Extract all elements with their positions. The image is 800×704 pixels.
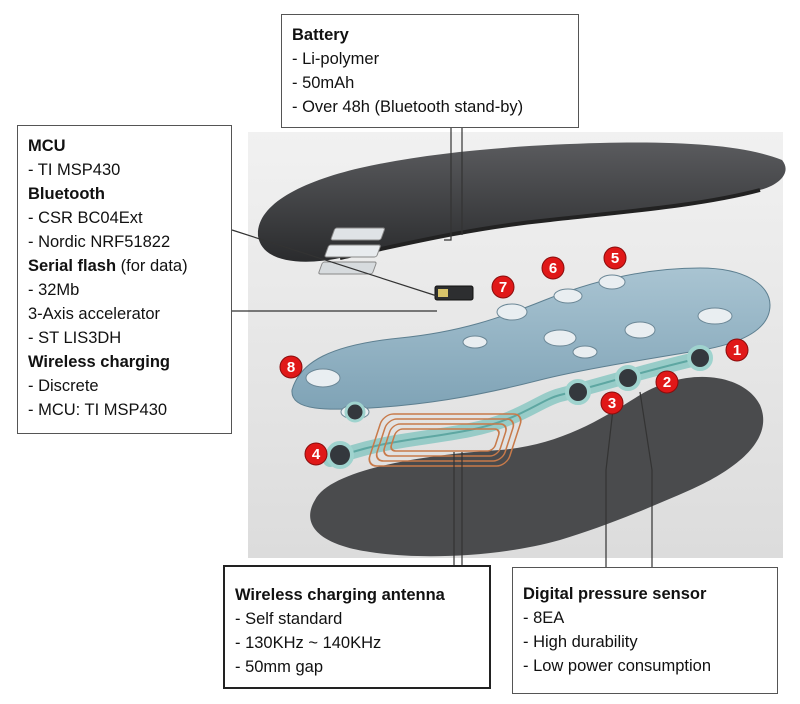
pressure-leader-1 xyxy=(605,391,616,567)
battery-item-chemistry: - Li-polymer xyxy=(292,50,380,68)
pressure-sensor-callout: Digital pressure sensor - 8EA - High dur… xyxy=(512,567,778,694)
battery-item-capacity: - 50mAh xyxy=(292,74,355,92)
sensor-marker-7: 7 xyxy=(491,275,515,299)
charging-title: Wireless charging xyxy=(28,353,170,371)
pressure-item-power: - Low power consumption xyxy=(523,657,712,675)
charging-item-discrete: - Discrete xyxy=(28,377,99,395)
sensor-marker-label: 8 xyxy=(287,359,295,376)
battery-title: Battery xyxy=(292,26,349,44)
antenna-callout: Wireless charging antenna - Self standar… xyxy=(223,565,491,689)
sensor-marker-6: 6 xyxy=(541,256,565,280)
bluetooth-title: Bluetooth xyxy=(28,185,105,203)
antenna-item-gap: - 50mm gap xyxy=(235,658,324,676)
pressure-item-count: - 8EA xyxy=(523,609,565,627)
blue-sensor-layer xyxy=(291,267,771,410)
flash-title: Serial flash xyxy=(28,257,117,275)
accelerometer-item: - ST LIS3DH xyxy=(28,329,122,347)
electronics-callout: MCU - TI MSP430 Bluetooth - CSR BC04Ext … xyxy=(17,125,232,434)
battery-leader xyxy=(444,128,452,241)
top-insole-rim xyxy=(339,188,761,260)
mcu-title: MCU xyxy=(28,137,66,155)
sensor-marker-3: 3 xyxy=(600,391,624,415)
pressure-item-durability: - High durability xyxy=(523,633,638,651)
flash-heading: Serial flash (for data) xyxy=(28,254,221,278)
sensor-marker-label: 6 xyxy=(549,260,557,277)
mcu-leader-top xyxy=(231,229,438,297)
sensor-holes xyxy=(305,274,733,420)
antenna-item-frequency: - 130KHz ~ 140KHz xyxy=(235,634,382,652)
bottom-sole-layer xyxy=(310,376,764,557)
mcu-item: - TI MSP430 xyxy=(28,161,121,179)
sensor-marker-label: 2 xyxy=(663,374,671,391)
antenna-item-standard: - Self standard xyxy=(235,610,343,628)
charging-coil xyxy=(368,413,522,467)
bluetooth-item-csr: - CSR BC04Ext xyxy=(28,209,143,227)
battery-stack xyxy=(318,227,474,301)
accelerometer-line: 3-Axis accelerator xyxy=(28,305,161,323)
sensor-marker-label: 4 xyxy=(312,446,321,463)
pressure-leader-2 xyxy=(639,391,653,567)
sensor-marker-2: 2 xyxy=(655,370,679,394)
sensor-marker-5: 5 xyxy=(603,246,627,270)
antenna-title: Wireless charging antenna xyxy=(235,586,445,604)
flash-item: - 32Mb xyxy=(28,281,80,299)
sensor-marker-label: 3 xyxy=(608,395,616,412)
bluetooth-item-nordic: - Nordic NRF51822 xyxy=(28,233,171,251)
battery-callout: Battery - Li-polymer - 50mAh - Over 48h … xyxy=(281,14,579,128)
sensor-marker-1: 1 xyxy=(725,338,749,362)
leader-lines xyxy=(231,128,653,567)
battery-item-standby: - Over 48h (Bluetooth stand-by) xyxy=(292,98,524,116)
sensor-marker-label: 7 xyxy=(499,279,507,296)
sensor-markers: 1 2 3 4 5 6 7 8 xyxy=(279,246,749,466)
sensor-marker-8: 8 xyxy=(279,355,303,379)
flash-suffix: (for data) xyxy=(116,257,188,275)
sensor-marker-label: 1 xyxy=(733,342,741,359)
top-insole-layer xyxy=(257,142,786,262)
charging-item-mcu: - MCU: TI MSP430 xyxy=(28,401,168,419)
sensor-marker-label: 5 xyxy=(611,250,619,267)
flex-circuit xyxy=(323,345,713,469)
sensor-marker-4: 4 xyxy=(304,442,328,466)
pressure-title: Digital pressure sensor xyxy=(523,585,707,603)
